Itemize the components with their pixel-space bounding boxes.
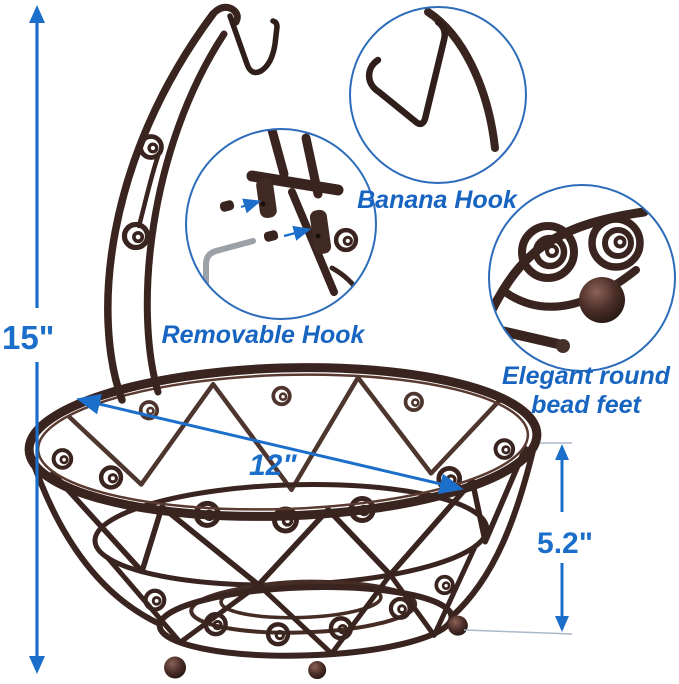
detail-rail-1 [267,129,289,179]
diameter-dimension-label: 12" [249,449,297,482]
detail-pole [288,188,338,296]
stand-apex-curl [209,3,241,26]
depth-dimension-label: 5.2" [537,527,593,560]
hook-stand-illustration [104,3,280,404]
removable-hook-callout: Removable Hook [162,128,377,349]
banana-hook-label: Banana Hook [357,186,518,214]
detail-screw-2 [263,230,279,242]
removable-hook-callout-circle [185,128,377,320]
detail-scroll-arc [501,266,640,311]
detail-bead-foot [579,277,625,323]
removable-hook-label: Removable Hook [162,321,366,349]
bead-feet-callout: Elegant round bead feet [488,184,676,419]
bead-feet-label-line2: bead feet [531,391,642,419]
detail-collar-1 [256,177,277,219]
basket-right-wall [448,435,540,620]
basket-inner-ring-2 [219,579,383,620]
detail-spiral-1 [518,222,578,282]
detail-screw-hole-1 [260,201,266,207]
bead-feet-callout-circle [488,184,676,372]
bead-foot-center [308,661,327,680]
depth-bottom-tick [463,629,573,635]
height-dimension-label: 15" [2,319,54,356]
arrow-down-icon [555,616,569,632]
screw-arrow-1 [240,198,262,214]
stand-scroll-ornament [124,137,161,248]
bead-foot-right [447,615,468,636]
bead-foot-left [164,656,187,679]
detail-collar-2 [309,209,332,254]
detail-spiral-2 [588,215,644,271]
bead-feet-label-line1: Elegant round [502,362,671,390]
arrow-up-icon [29,5,45,23]
detail-banana-hook [365,18,448,128]
banana-hook-on-stand [227,13,280,76]
height-dimension: 15" [2,5,54,674]
stand-outer-rail [104,10,217,404]
stand-inner-rail [143,30,228,396]
banana-hook-callout: Banana Hook [349,6,527,214]
arrow-down-icon [29,656,45,674]
detail-screw-hole-2 [315,233,321,239]
basket-rim [24,363,542,521]
depth-dimension: 5.2" [463,442,593,635]
diameter-dimension: 12" [76,393,464,495]
basket-left-wall [27,450,163,627]
basket-illustration [24,363,542,680]
banana-hook-callout-circle [349,6,527,184]
detail-screw-1 [219,200,235,212]
screw-arrow-2 [283,225,312,241]
arrow-up-icon [555,444,569,460]
basket-lower-lattice [105,543,478,657]
allen-key [203,238,256,311]
detail-base-bar-cap [556,339,570,353]
